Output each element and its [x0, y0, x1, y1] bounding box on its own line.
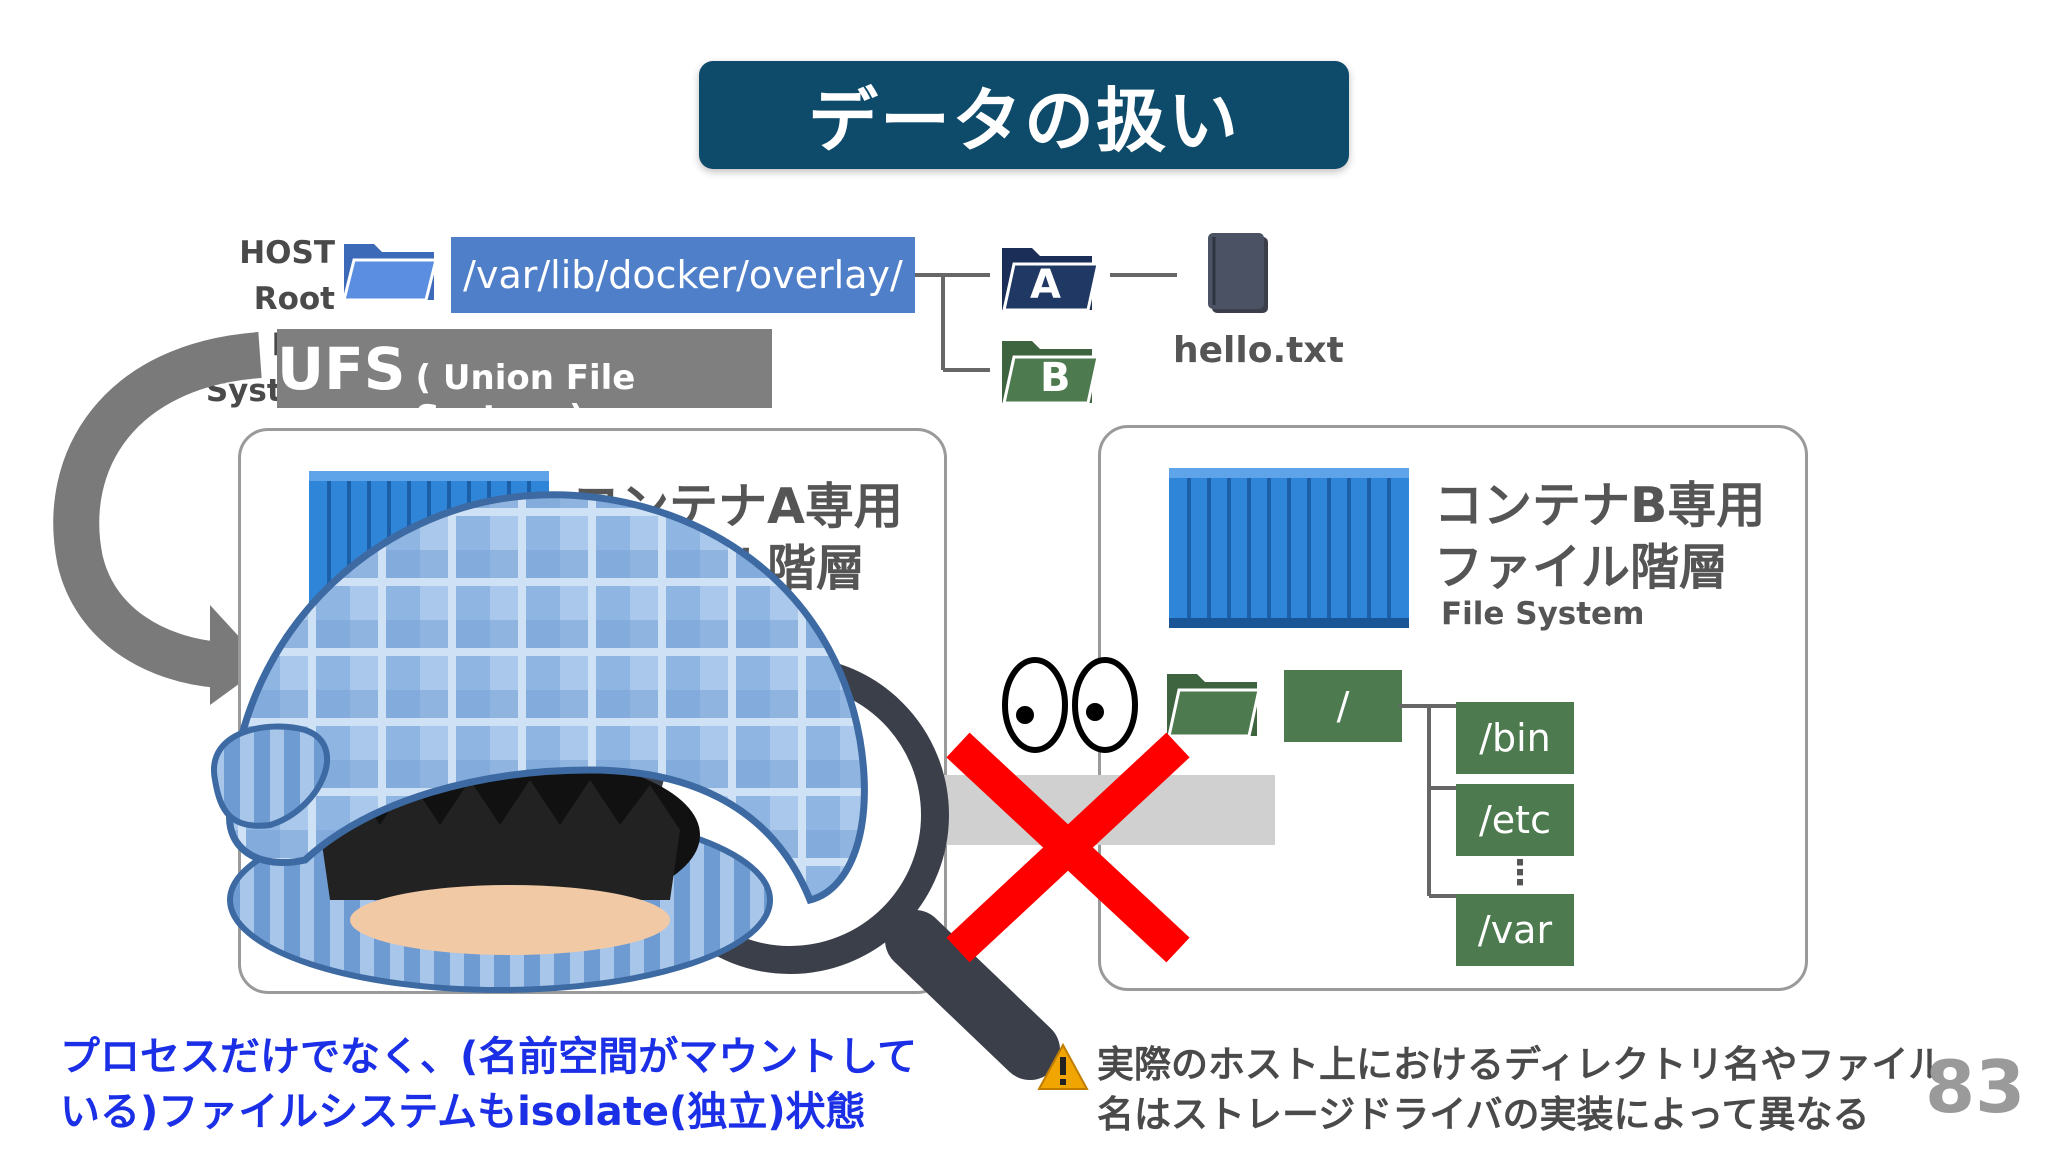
- storage-driver-note: 実際のホスト上におけるディレクトリ名やファイル 名はストレージドライバの実装によ…: [1097, 1040, 1947, 1140]
- arrow-icon: [53, 332, 265, 705]
- dir-var: /var: [1456, 894, 1574, 966]
- caption-left-line1: プロセスだけでなく、(名前空間がマウントして: [60, 1034, 918, 1080]
- blanket-person-icon: [210, 491, 868, 993]
- folder-b-label: B: [1040, 355, 1071, 401]
- cross-icon: [946, 732, 1190, 963]
- page-number: 83: [1925, 1045, 2026, 1129]
- panel-b-subtitle: File System: [1441, 596, 1645, 632]
- panel-b-title-line2: ファイル階層: [1434, 539, 1729, 596]
- caption-right-line1: 実際のホスト上におけるディレクトリ名やファイル: [1097, 1043, 1946, 1086]
- warning-icon: [1037, 1042, 1089, 1090]
- document-icon: [1208, 233, 1268, 313]
- caption-right-line2: 名はストレージドライバの実装によって異なる: [1097, 1093, 1870, 1136]
- container-icon: [1169, 468, 1409, 628]
- root-dir-box: /: [1284, 670, 1402, 742]
- folder-b-icon: [1002, 341, 1100, 405]
- dir-bin: /bin: [1456, 702, 1574, 774]
- overlay-path: /var/lib/docker/overlay/: [451, 237, 915, 313]
- folder-icon: [1167, 674, 1261, 738]
- tree-connector: [915, 273, 1177, 372]
- panel-b-title-line1: コンテナB専用: [1434, 477, 1766, 534]
- dir-etc: /etc: [1456, 784, 1574, 856]
- caption-left-line2: いる)ファイルシステムもisolate(独立)状態: [60, 1089, 866, 1135]
- dir-ellipsis: ⋮: [1503, 853, 1537, 893]
- folder-a-icon: [1002, 248, 1100, 312]
- hello-file-label: hello.txt: [1173, 330, 1344, 371]
- dir-tree-connector: [1399, 704, 1459, 898]
- container-b-panel: コンテナB専用 ファイル階層 File System / /bin /etc ⋮…: [1098, 425, 1808, 991]
- folder-icon: [342, 244, 438, 302]
- page-title: データの扱い: [699, 61, 1349, 169]
- host-label-line1: HOST Root: [239, 235, 335, 317]
- panel-b-title: コンテナB専用 ファイル階層: [1434, 475, 1765, 599]
- isolation-caption: プロセスだけでなく、(名前空間がマウントして いる)ファイルシステムもisola…: [60, 1030, 960, 1140]
- folder-a-label: A: [1030, 262, 1061, 308]
- ufs-label: UFS ( Union File System ): [277, 329, 772, 438]
- ufs-sub-label: ( Union File System ): [415, 358, 636, 438]
- eyes-icon: [1002, 657, 1138, 753]
- ufs-main-label: UFS: [277, 335, 406, 403]
